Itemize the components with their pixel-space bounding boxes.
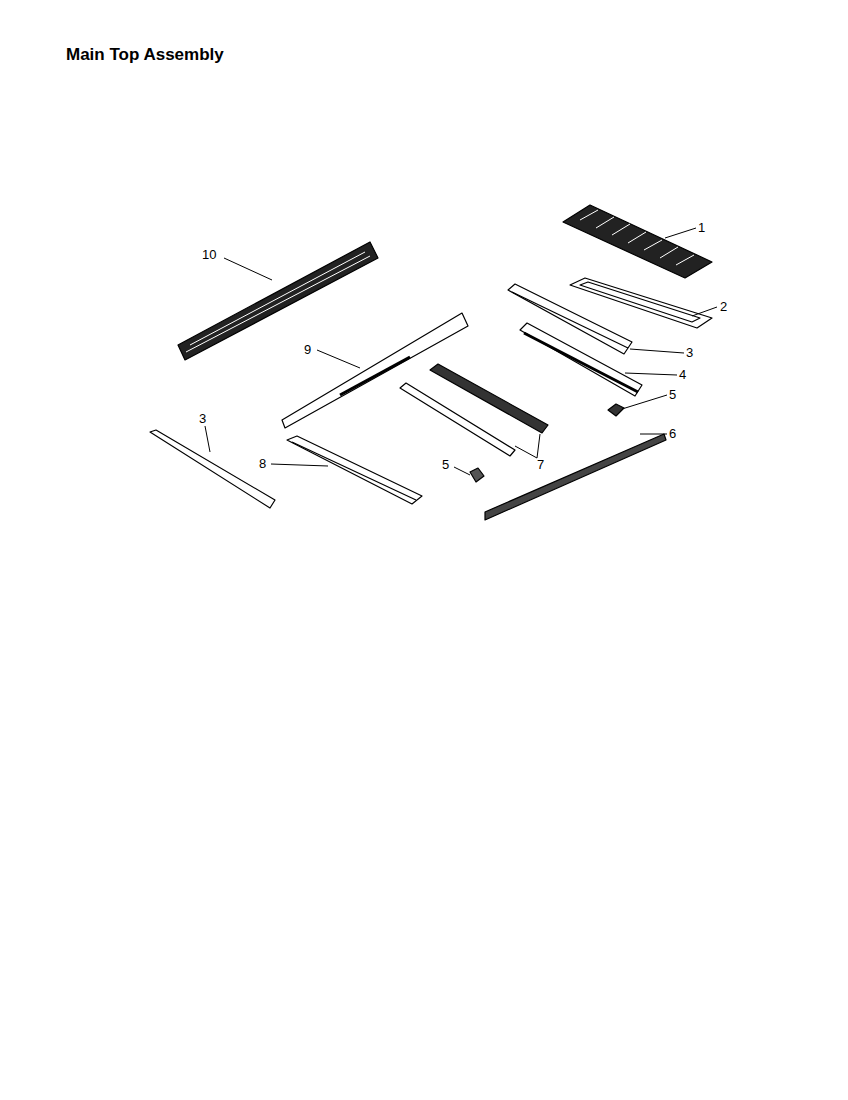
callout-number: 7: [537, 458, 544, 471]
callout-number: 10: [202, 248, 216, 261]
title: Main Top Assembly: [66, 46, 224, 63]
callout-number: 3: [686, 346, 693, 359]
callout-number: 9: [304, 343, 311, 356]
callout-number: 8: [259, 457, 266, 470]
callout-number: 5: [669, 388, 676, 401]
callout-number: 5: [442, 458, 449, 471]
callout-number: 3: [199, 412, 206, 425]
callout-number: 2: [720, 300, 727, 313]
callout-number: 1: [698, 221, 705, 234]
callout-number: 6: [669, 427, 676, 440]
callout-number: 4: [679, 368, 686, 381]
